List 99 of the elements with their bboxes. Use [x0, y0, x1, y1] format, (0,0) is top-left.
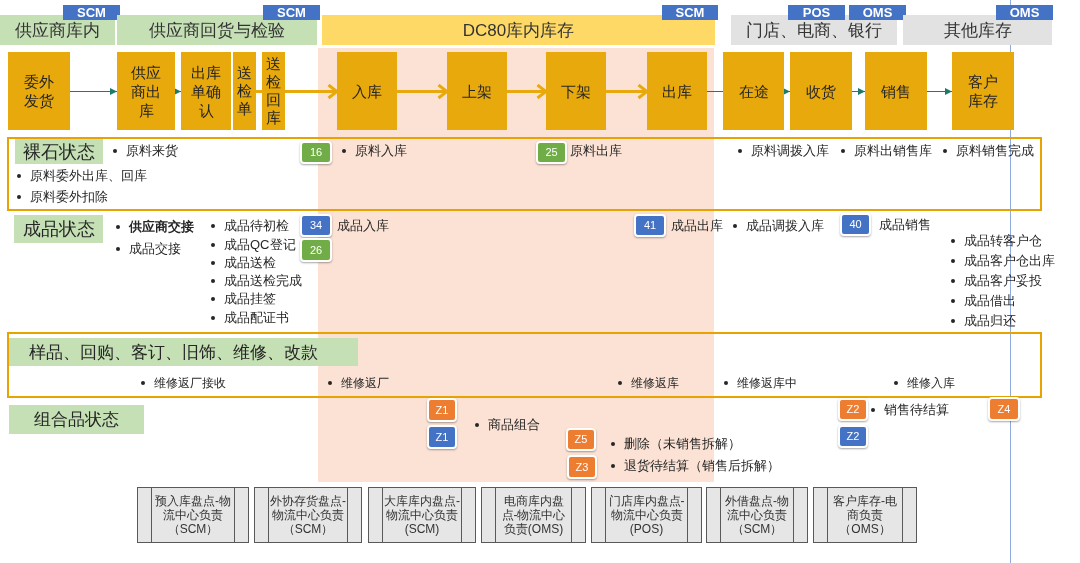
arrow	[285, 83, 339, 100]
connector-line	[706, 91, 724, 92]
status-code-badge: Z5	[566, 428, 596, 451]
status-text: 原料销售完成	[956, 143, 1034, 159]
band-title: DC80库内库存	[462, 21, 575, 39]
process-box: 委外发货	[8, 52, 70, 130]
header-band	[903, 15, 1052, 45]
status-text: 成品送检完成	[224, 273, 302, 289]
process-box: 上架	[447, 52, 507, 130]
process-box: 下架	[546, 52, 606, 130]
header-band	[0, 15, 115, 45]
status-code-badge: Z2	[838, 425, 868, 448]
process-box: 在途	[723, 52, 784, 130]
status-code-badge: 25	[536, 141, 567, 164]
arrow	[69, 88, 118, 95]
status-text: 退货待结算（销售后拆解）	[624, 458, 780, 474]
status-code-badge: 34	[300, 214, 332, 237]
process-box: 入库	[337, 52, 397, 130]
status-code-badge: Z4	[988, 397, 1020, 421]
system-tag: SCM	[263, 5, 320, 20]
arrow	[174, 88, 182, 95]
status-code-badge: Z3	[567, 455, 597, 479]
status-text: 维修返厂接收	[154, 375, 226, 391]
status-text: 成品入库	[337, 217, 389, 234]
status-group-frame	[7, 137, 1042, 211]
status-text: 成品销售	[879, 216, 931, 233]
status-code-badge: 26	[300, 238, 332, 262]
status-text: 供应商交接	[129, 219, 194, 235]
process-box: 送检单	[233, 52, 256, 130]
connector-line	[256, 90, 262, 93]
process-box: 送检回库	[262, 52, 285, 130]
process-box: 出库	[647, 52, 707, 130]
status-text: 原料入库	[355, 143, 407, 159]
status-text: 成品交接	[129, 241, 181, 257]
arrow	[397, 83, 449, 100]
status-text: 成品配证书	[224, 310, 289, 326]
system-tag: SCM	[63, 5, 120, 20]
header-band	[322, 15, 715, 45]
status-text: 商品组合	[488, 417, 540, 433]
status-text: 销售待结算	[884, 402, 949, 418]
status-text: 原料出库	[570, 143, 622, 159]
status-text: 成品归还	[964, 313, 1016, 329]
predefined-process-box: 门店库内盘点-物流中心负责(POS)	[591, 487, 702, 543]
band-title: 供应商库内	[15, 21, 100, 39]
predefined-process-box: 预入库盘点-物流中心负责（SCM）	[137, 487, 249, 543]
status-text: 原料调拨入库	[751, 143, 829, 159]
arrow	[926, 88, 953, 95]
arrow	[507, 83, 548, 100]
section-title: 组合品状态	[9, 405, 144, 434]
section-title: 样品、回购、客订、旧饰、维修、改款	[9, 338, 358, 366]
status-text: 原料出销售库	[854, 143, 932, 159]
status-text: 成品客户仓出库	[964, 253, 1055, 269]
process-box: 客户库存	[952, 52, 1014, 130]
system-tag: OMS	[849, 5, 906, 20]
status-code-badge: Z2	[838, 398, 868, 421]
system-tag: OMS	[996, 5, 1053, 20]
system-tag: SCM	[662, 5, 718, 20]
process-box: 出库单确认	[181, 52, 231, 130]
status-text: 成品挂签	[224, 291, 276, 307]
status-text: 成品借出	[964, 293, 1016, 309]
status-text: 原料委外出库、回库	[30, 168, 147, 184]
status-text: 原料委外扣除	[30, 189, 108, 205]
status-text: 删除（未销售拆解）	[624, 436, 741, 452]
band-title: 门店、电商、银行	[746, 21, 882, 39]
status-text: 成品送检	[224, 255, 276, 271]
process-box: 销售	[865, 52, 927, 130]
header-band	[117, 15, 317, 45]
status-code-badge: 41	[634, 214, 666, 237]
status-text: 维修入库	[907, 375, 955, 391]
predefined-process-box: 客户库存-电商负责（OMS）	[813, 487, 917, 543]
predefined-process-box: 大库库内盘点-物流中心负责(SCM)	[368, 487, 476, 543]
band-title: 供应商回货与检验	[149, 21, 285, 39]
arrow	[606, 83, 649, 100]
section-title: 裸石状态	[15, 139, 103, 164]
arrow	[851, 88, 866, 95]
status-text: 成品待初检	[224, 218, 289, 234]
status-text: 成品QC登记	[224, 237, 296, 253]
predefined-process-box: 外借盘点-物流中心负责（SCM）	[706, 487, 808, 543]
status-group-frame	[7, 332, 1042, 398]
status-text: 维修返厂	[341, 375, 389, 391]
status-text: 维修返库中	[737, 375, 797, 391]
status-text: 成品出库	[671, 217, 723, 234]
system-tag: POS	[788, 5, 845, 20]
status-code-badge: 16	[300, 141, 332, 164]
status-text: 原料来货	[126, 143, 178, 159]
section-title: 成品状态	[14, 215, 103, 243]
predefined-process-box: 外协存货盘点-物流中心负责（SCM）	[254, 487, 362, 543]
status-text: 成品客户妥投	[964, 273, 1042, 289]
process-box: 供应商出库	[117, 52, 175, 130]
band-title: 其他库存	[943, 21, 1012, 39]
status-text: 成品转客户仓	[964, 233, 1042, 249]
status-text: 维修返库	[631, 375, 679, 391]
status-code-badge: Z1	[427, 398, 457, 422]
status-code-badge: Z1	[427, 425, 457, 449]
process-box: 收货	[790, 52, 852, 130]
arrow	[783, 88, 791, 95]
predefined-process-box: 电商库内盘点-物流中心负责(OMS)	[481, 487, 586, 543]
status-code-badge: 40	[840, 213, 871, 236]
status-text: 成品调拨入库	[746, 218, 824, 234]
